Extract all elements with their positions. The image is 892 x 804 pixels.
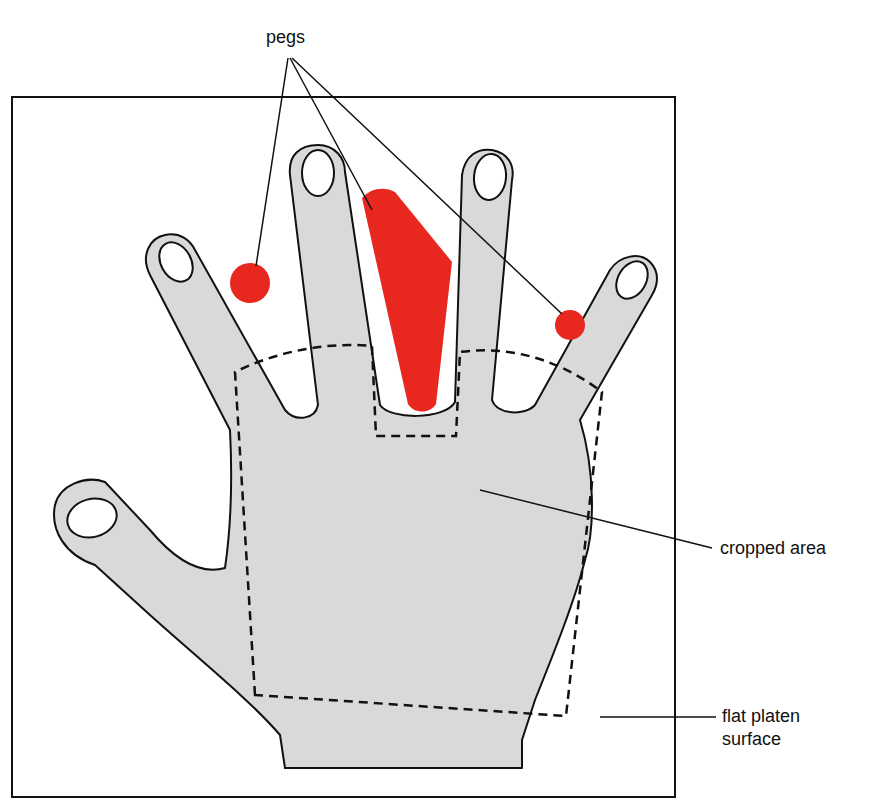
fingernails — [63, 150, 654, 543]
hand-outline — [54, 145, 657, 768]
pegs — [230, 189, 585, 412]
platen-frame — [12, 97, 675, 797]
crop-outline — [235, 345, 602, 716]
callout-label: pegs — [266, 26, 326, 49]
callout-label: cropped area — [720, 537, 850, 560]
callout-label: flat platen surface — [722, 705, 842, 750]
leader-lines — [256, 58, 716, 717]
